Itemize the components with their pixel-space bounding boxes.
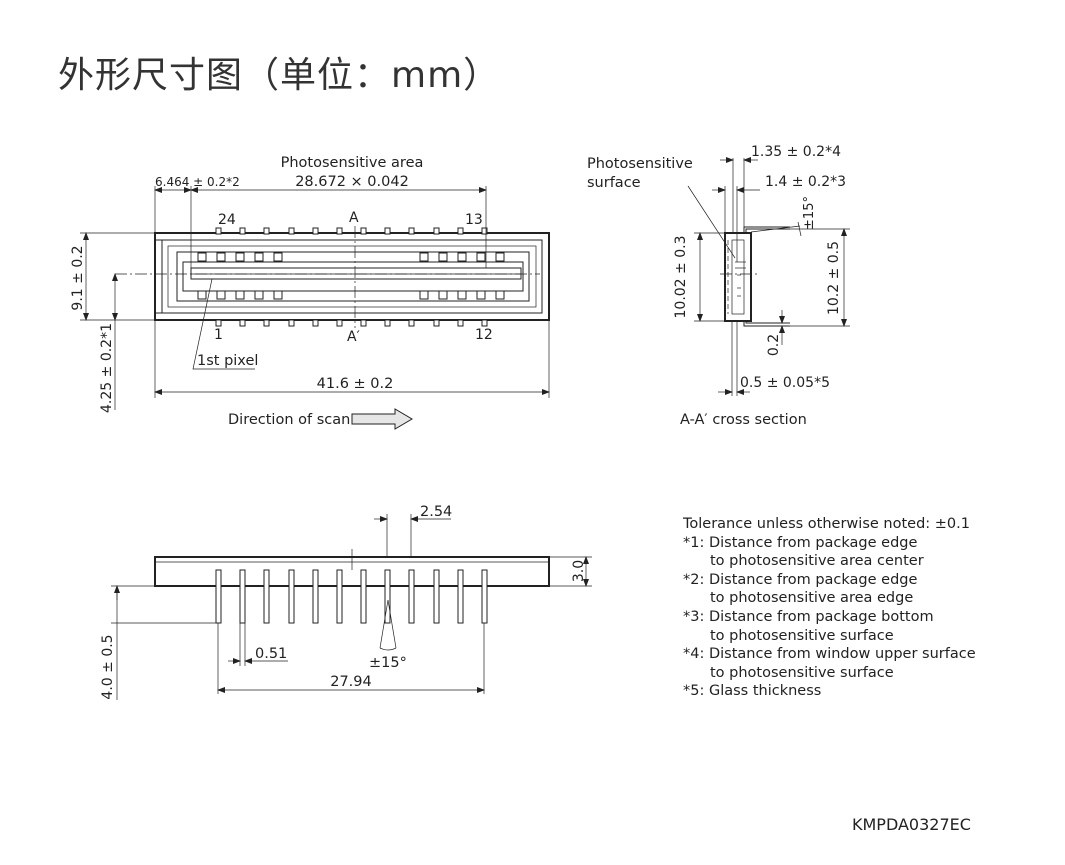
bottom-pin-tabs <box>215 319 488 327</box>
first-pixel-label: 1st pixel <box>197 353 258 369</box>
center-dim: 4.25 ± 0.2*1 <box>99 323 115 413</box>
scan-arrow-icon <box>351 408 413 430</box>
span-dim: 27.94 <box>330 674 372 690</box>
note-line: Tolerance unless otherwise noted: ±0.1 <box>683 516 970 532</box>
pin-12-label: 12 <box>475 327 493 343</box>
top-pin-tabs <box>215 227 488 235</box>
package-inner-1 <box>161 239 543 314</box>
lead-width-dim: 0.51 <box>255 646 287 662</box>
dim-height-2: 10.2 ± 0.5 <box>826 241 842 315</box>
cs-dim-angle: ±15° <box>802 196 817 230</box>
chip-outline <box>182 261 524 292</box>
surface-label-2: surface <box>587 175 641 191</box>
pin-13-label: 13 <box>465 212 483 228</box>
tolerance-notes: Tolerance unless otherwise noted: ±0.1 *1… <box>683 515 976 701</box>
note-line: *3: Distance from package bottom <box>683 608 934 625</box>
section-a-prime-label: A′ <box>347 329 360 345</box>
dim-height-1: 10.02 ± 0.3 <box>673 236 689 319</box>
dim-lead: 0.2 <box>766 334 782 356</box>
note-line: *4: Distance from window upper surface <box>683 646 976 663</box>
pitch-dim: 2.54 <box>420 504 452 520</box>
side-view: 2.54 3.0 4.0 ± 0.5 0.51 ±15° 27.94 <box>100 504 592 700</box>
lead-length-dim: 4.0 ± 0.5 <box>100 634 116 699</box>
top-view: 24 13 1 12 A A′ Photosensitive area 28.6… <box>70 155 550 430</box>
page-title: 外形尺寸图（单位：mm） <box>58 55 501 96</box>
package-inner-2 <box>167 245 537 308</box>
window-frame <box>176 251 530 302</box>
thickness-dim: 3.0 <box>571 560 587 582</box>
photosensitive-area <box>190 267 522 280</box>
side-angle-dim: ±15° <box>369 655 407 671</box>
dim-window: 1.35 ± 0.2*4 <box>751 144 841 160</box>
dim-glass: 0.5 ± 0.05*5 <box>740 375 830 391</box>
photosensitive-area-dim: 28.672 × 0.042 <box>295 174 409 190</box>
bond-pads-lower <box>197 290 505 300</box>
note-line: to photosensitive area center <box>710 553 924 570</box>
note-line: *1: Distance from package edge <box>683 534 918 551</box>
bond-pads-upper <box>197 252 505 262</box>
cross-section-body <box>724 232 752 322</box>
scan-direction-label: Direction of scan <box>228 412 350 428</box>
length-dim: 41.6 ± 0.2 <box>317 376 394 392</box>
note-line: *5: Glass thickness <box>683 683 822 700</box>
package-outline <box>154 232 550 321</box>
photosensitive-area-label: Photosensitive area <box>281 155 424 171</box>
dim-bottom: 1.4 ± 0.2*3 <box>765 174 846 190</box>
note-line: to photosensitive surface <box>710 627 894 644</box>
edge-dim: 6.464 ± 0.2*2 <box>155 175 240 189</box>
side-leads <box>215 569 488 624</box>
document-code: KMPDA0327EC <box>852 815 971 834</box>
surface-label-1: Photosensitive <box>587 156 693 172</box>
pin-1-label: 1 <box>214 327 223 343</box>
note-line: to photosensitive surface <box>710 664 894 681</box>
section-a-label: A <box>349 210 359 226</box>
cross-section-view: Photosensitive surface 1.35 ± 0.2*4 1.4 … <box>587 144 850 428</box>
cross-section-caption: A-A′ cross section <box>680 412 807 428</box>
pin-24-label: 24 <box>218 212 236 228</box>
note-line: *2: Distance from package edge <box>683 571 918 588</box>
note-line: to photosensitive area edge <box>710 590 914 607</box>
height-dim: 9.1 ± 0.2 <box>70 245 86 310</box>
